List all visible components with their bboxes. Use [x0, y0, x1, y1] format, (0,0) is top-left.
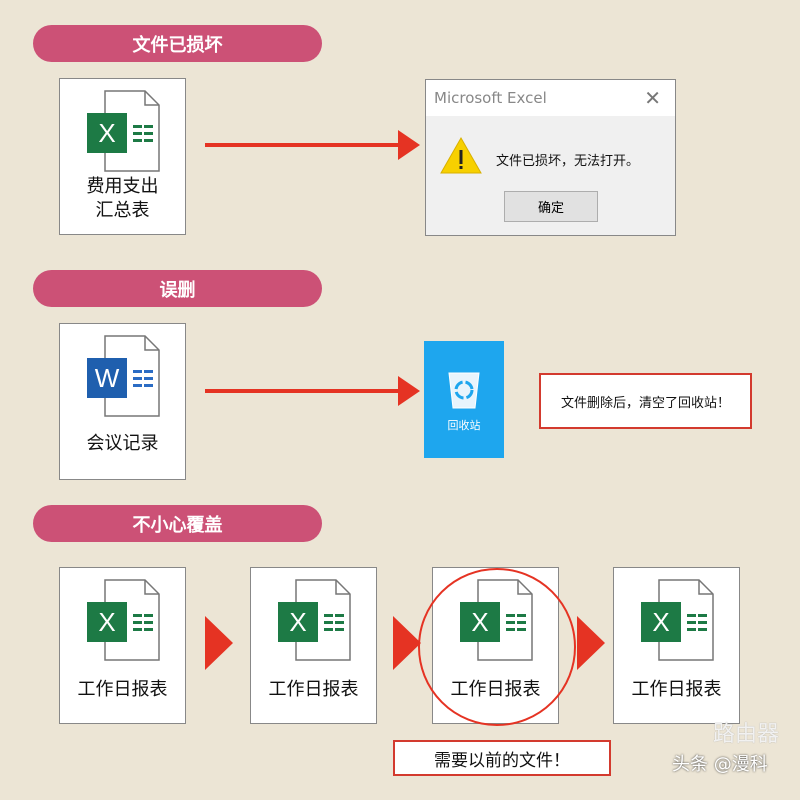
word-file-icon: W: [83, 334, 163, 418]
svg-text:X: X: [98, 607, 115, 637]
note-overwritten: 需要以前的文件！: [393, 740, 611, 776]
file-label: 费用支出: [86, 176, 159, 197]
dialog-title-bar: [426, 80, 675, 116]
section-title-corrupted: 文件已损坏: [33, 25, 322, 62]
excel-file-card[interactable]: X 工作日报表: [59, 567, 186, 724]
watermark-brand: 路由器: [713, 722, 780, 747]
file-label: 会议记录: [86, 433, 159, 454]
dialog-message: 文件已损坏，无法打开。: [496, 154, 640, 169]
error-dialog: Microsoft Excel ✕ 文件已损坏，无法打开。 确定: [425, 79, 676, 236]
arrow-triangle: [577, 616, 605, 670]
word-file-card[interactable]: W 会议记录: [59, 323, 186, 480]
note-deleted: 文件删除后，清空了回收站！: [539, 373, 752, 429]
recycle-bin-label: 回收站: [447, 419, 481, 432]
excel-file-icon: X: [83, 578, 163, 662]
arrow-triangle: [205, 616, 233, 670]
svg-text:W: W: [94, 363, 119, 393]
file-label: 工作日报表: [268, 679, 359, 700]
file-label: 工作日报表: [77, 679, 168, 700]
recycle-bin-icon: [448, 372, 480, 409]
file-label: 工作日报表: [631, 679, 722, 700]
file-label: 汇总表: [95, 200, 150, 221]
excel-file-card[interactable]: X 工作日报表: [613, 567, 740, 724]
svg-text:X: X: [652, 607, 669, 637]
close-icon[interactable]: ✕: [644, 86, 661, 110]
arrow-line: [205, 389, 400, 393]
svg-text:X: X: [98, 118, 115, 148]
section-title-deleted: 误删: [33, 270, 322, 307]
highlight-circle: [418, 568, 576, 726]
dialog-title: Microsoft Excel: [434, 89, 547, 107]
excel-file-icon: X: [637, 578, 717, 662]
arrow-head: [398, 376, 420, 406]
section-title-overwritten: 不小心覆盖: [33, 505, 322, 542]
excel-file-card[interactable]: X 工作日报表: [250, 567, 377, 724]
arrow-triangle: [393, 616, 421, 670]
excel-file-icon: X: [274, 578, 354, 662]
watermark-handle: 头条 @漫科: [672, 754, 768, 775]
warning-icon: [440, 136, 482, 174]
svg-text:X: X: [289, 607, 306, 637]
ok-button[interactable]: 确定: [504, 191, 598, 222]
excel-file-icon: X: [83, 89, 163, 173]
excel-file-card[interactable]: X 费用支出汇总表: [59, 78, 186, 235]
recycle-bin[interactable]: 回收站: [424, 341, 504, 458]
arrow-head: [398, 130, 420, 160]
arrow-line: [205, 143, 400, 147]
